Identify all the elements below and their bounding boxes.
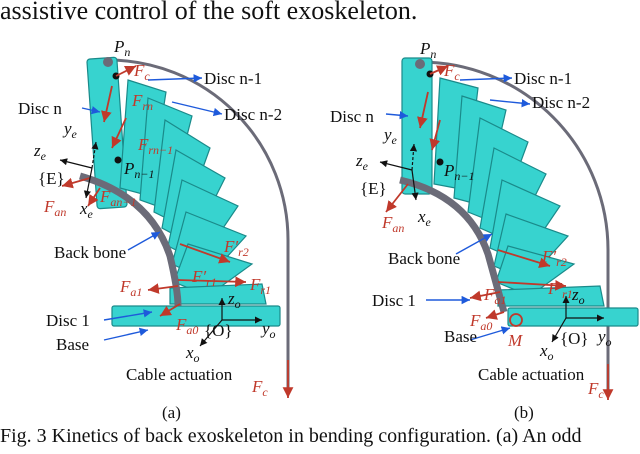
label-frame-e: {E} [360, 179, 387, 198]
label-fc-bot: Fc [251, 377, 268, 399]
label-m: M [507, 331, 523, 350]
label-fa1: Fa1 [483, 285, 506, 307]
label-frame-o: {O} [204, 321, 233, 340]
frame-e-axes [379, 143, 419, 201]
label-yo: yo [260, 319, 276, 341]
force-arrows [385, 65, 614, 400]
panel-a-label: (a) [162, 403, 181, 422]
label-disc1: Disc 1 [46, 311, 90, 330]
figure-caption: Fig. 3 Kinetics of back exoskeleton in b… [0, 425, 582, 447]
label-fr2: F′r2 [541, 247, 567, 269]
top-pulley [415, 59, 425, 69]
label-base: Base [56, 335, 89, 354]
force-arrows [61, 65, 294, 398]
label-disc-n2: Disc n-2 [532, 93, 590, 112]
label-fan: Fan [43, 197, 66, 219]
label-xe: xe [79, 199, 94, 221]
frame-e-axes [59, 141, 99, 199]
disc-stack [86, 56, 281, 327]
label-pn1: Pn−1 [123, 159, 155, 181]
panel-b: Pn Fc Disc n-1 Disc n Disc n-2 ye ze Pn−… [330, 39, 639, 422]
label-fc-bot: Fc [587, 379, 604, 401]
label-ye: ye [62, 119, 78, 141]
cable-arc [107, 58, 290, 392]
top-pulley [103, 57, 113, 67]
label-ze: ze [355, 151, 369, 173]
label-fan1: Fan−1 [99, 187, 137, 209]
label-disc-n1: Disc n-1 [514, 69, 572, 88]
label-pn: Pn [419, 39, 436, 61]
label-xo: xo [539, 341, 554, 363]
frame-o-axes [199, 298, 262, 347]
label-backbone: Back bone [388, 249, 460, 268]
header-text: assistive control of the soft exoskeleto… [0, 0, 418, 25]
label-zo: zo [227, 289, 241, 311]
label-disc-n: Disc n [330, 107, 374, 126]
label-fa0: Fa0 [175, 315, 198, 337]
label-xo: xo [185, 343, 200, 365]
frame-o-axes [551, 296, 604, 343]
label-pn: Pn [113, 37, 130, 59]
label-fa1: Fa1 [119, 277, 142, 299]
label-ye: ye [382, 125, 398, 147]
backbone-curve [399, 176, 508, 313]
disc-stack [401, 57, 639, 327]
pointer-lines [385, 74, 531, 341]
label-fan: Fan [381, 213, 404, 235]
cable-arc [419, 60, 610, 392]
label-frn1: Frn−1 [137, 135, 173, 157]
label-disc-n2: Disc n-2 [224, 105, 282, 124]
label-fr2: F′r2 [223, 237, 249, 259]
moment-marker [509, 313, 523, 327]
panel-a: Pn Fc Disc n-1 Disc n Disc n-2 Frn Frn−1… [18, 37, 294, 422]
label-frn: Frn [131, 91, 153, 113]
label-fr1: Fr1 [249, 275, 271, 297]
label-fc-top: Fc [443, 61, 460, 83]
label-backbone: Back bone [54, 243, 126, 262]
point-pn1 [436, 158, 444, 166]
label-cable: Cable actuation [126, 365, 233, 384]
label-disc-n1: Disc n-1 [204, 69, 262, 88]
label-zo: zo [571, 285, 585, 307]
label-frame-e: {E} [38, 169, 65, 188]
label-ze: ze [33, 141, 47, 163]
backbone-curve [79, 172, 182, 307]
label-frame-o: {O} [560, 329, 589, 348]
label-fa0: Fa0 [469, 311, 492, 333]
label-disc1: Disc 1 [372, 291, 416, 310]
label-fc-top: Fc [133, 61, 150, 83]
label-fr1p: F′r1 [547, 279, 573, 301]
label-pn1: Pn−1 [443, 161, 475, 183]
point-pn1 [114, 156, 122, 164]
pointer-lines [81, 74, 223, 341]
label-disc-n: Disc n [18, 99, 62, 118]
label-fr1p: F′r1 [191, 267, 217, 289]
label-xe: xe [417, 207, 432, 229]
panel-b-label: (b) [514, 403, 534, 422]
label-yo: yo [596, 327, 612, 349]
label-cable: Cable actuation [478, 365, 585, 384]
label-base: Base [444, 327, 477, 346]
